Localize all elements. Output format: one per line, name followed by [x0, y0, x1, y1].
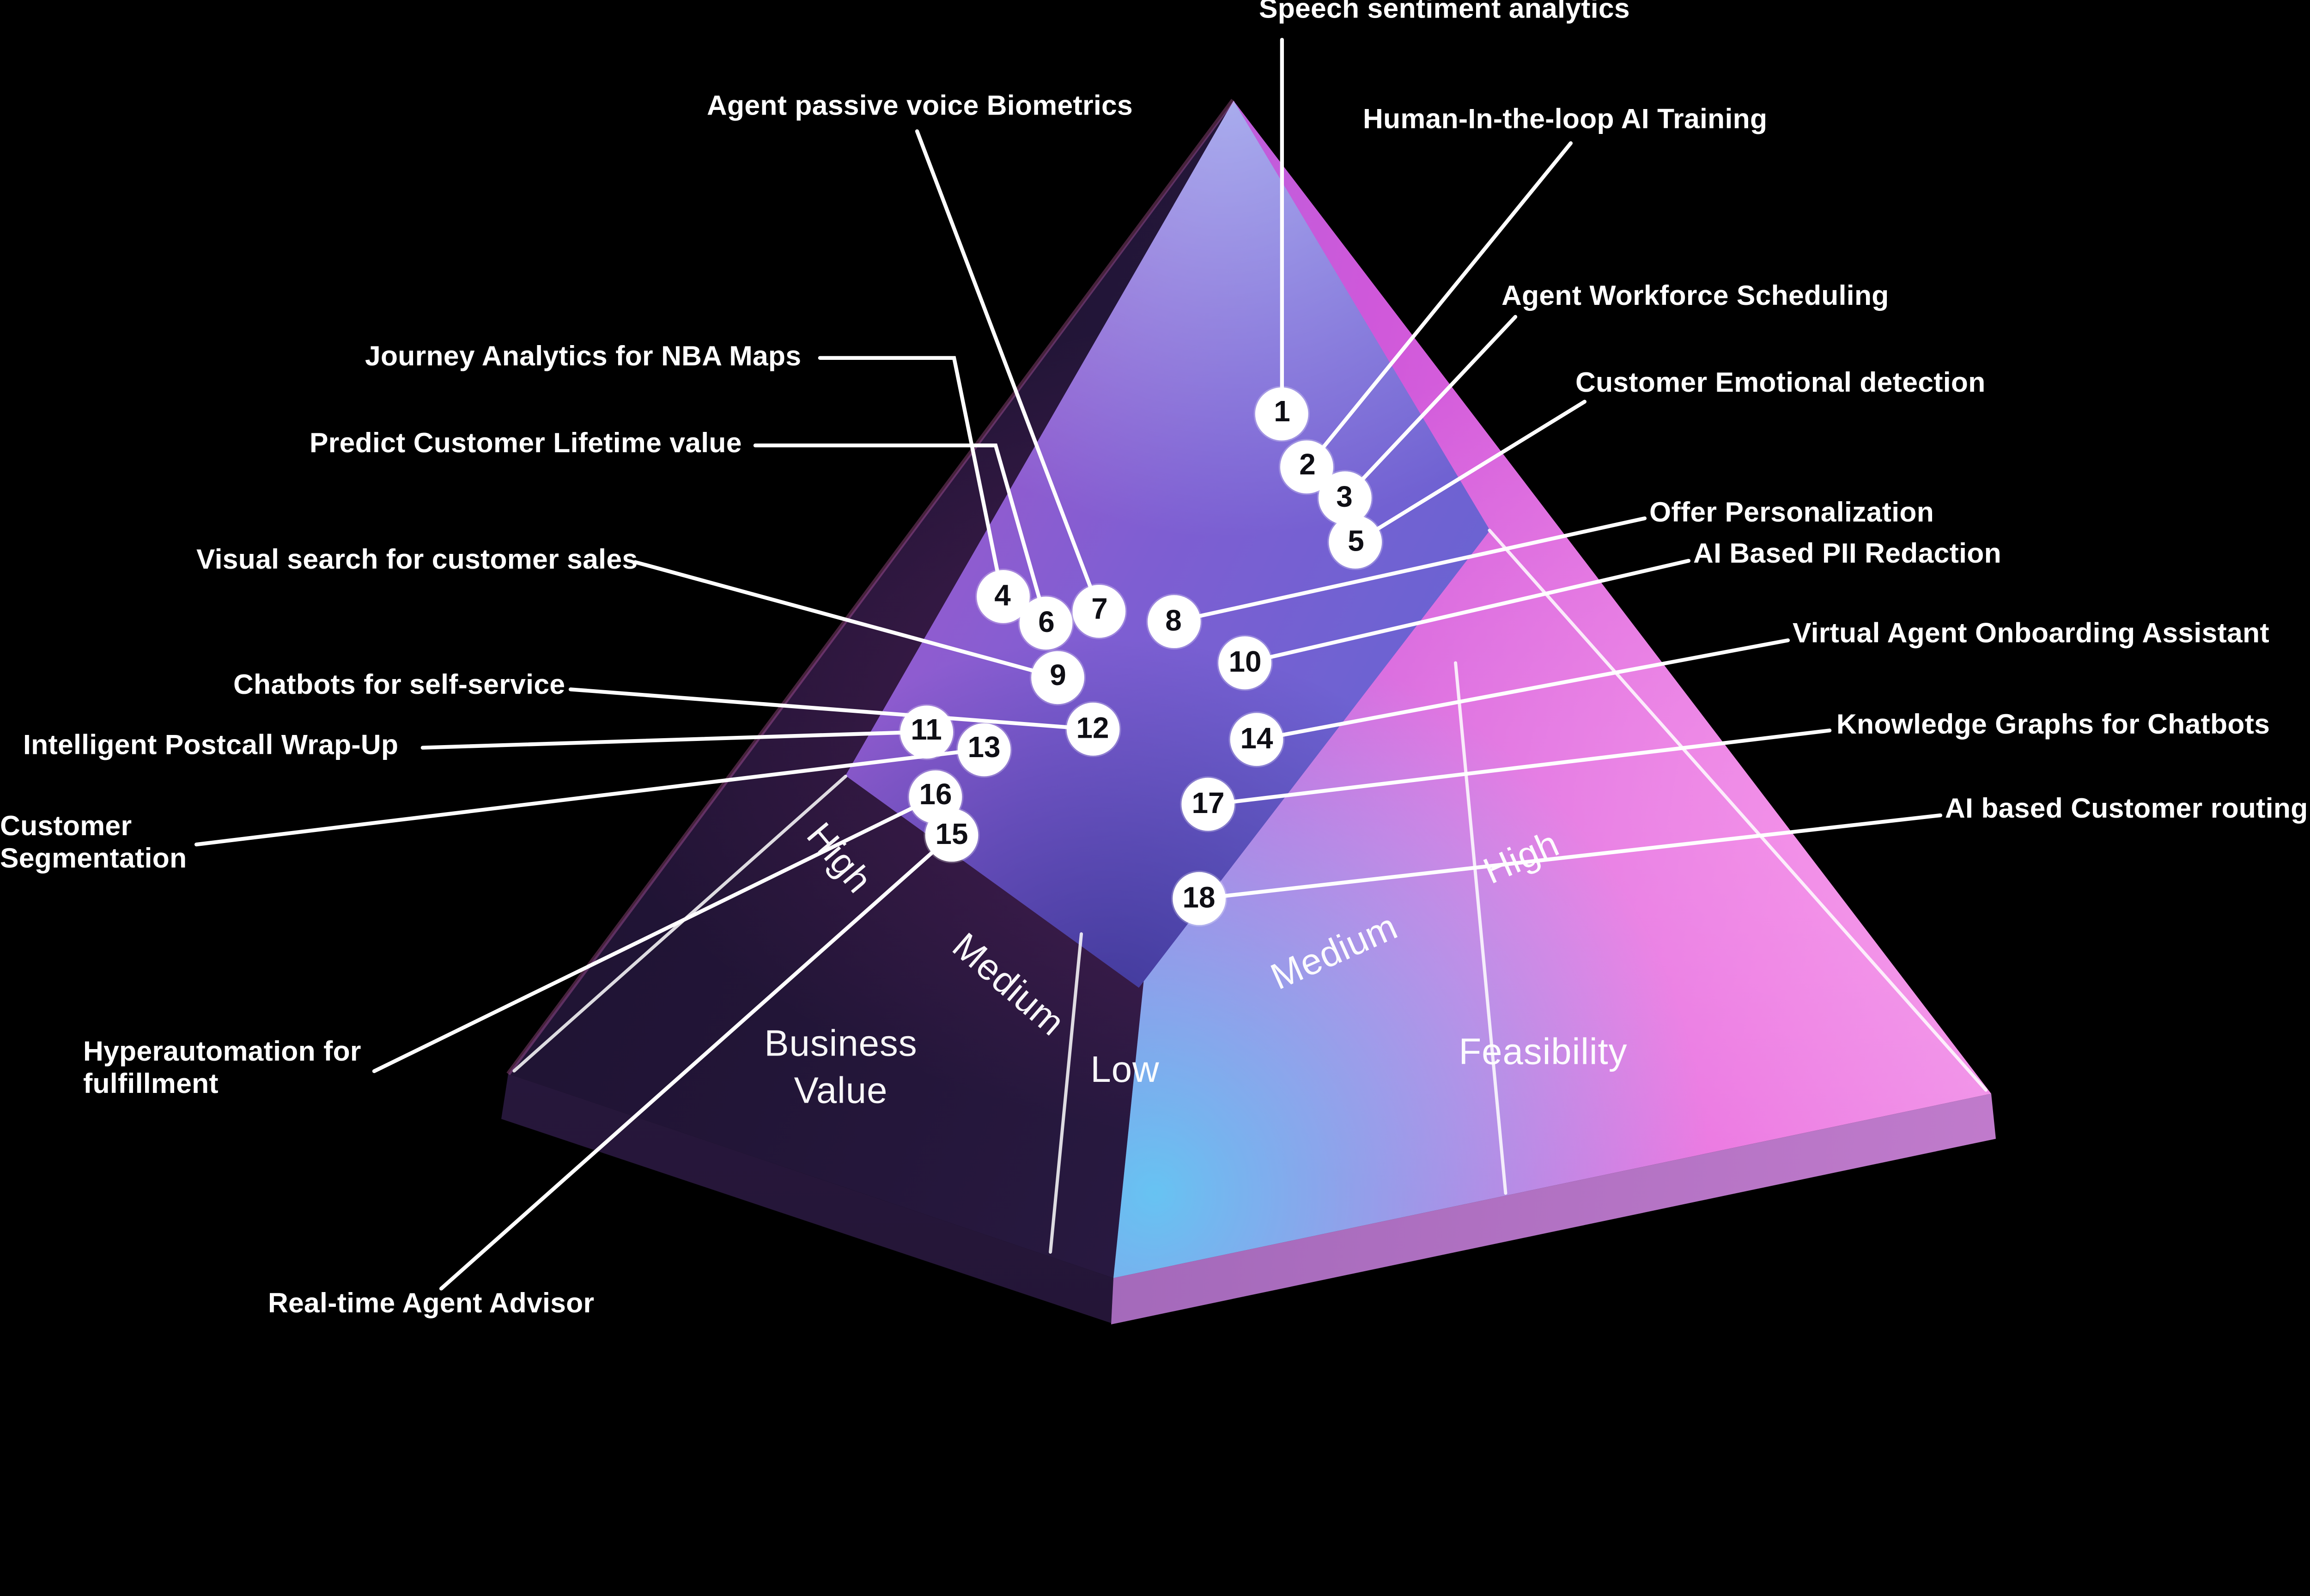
- divider-feasibility: [1454, 661, 1508, 1195]
- point-circle-9: 9: [1031, 651, 1085, 704]
- axis-line-feasibility: [1488, 528, 1988, 1092]
- leader-line-3: [1342, 315, 1518, 501]
- use-case-label-6: Predict Customer Lifetime value: [309, 428, 742, 459]
- use-case-label-9: Visual search for customer sales: [196, 545, 638, 576]
- axis-feasibility: Feasibility: [1459, 1031, 1628, 1073]
- use-case-label-15: Real-time Agent Advisor: [267, 1288, 595, 1320]
- use-case-label-10: AI Based PII Redaction: [1693, 540, 2001, 571]
- point-circle-14: 14: [1230, 713, 1283, 766]
- use-case-label-11: Intelligent Postcall Wrap-Up: [23, 730, 399, 762]
- leader-line-13: [194, 747, 986, 847]
- point-circle-4: 4: [976, 570, 1029, 623]
- point-circle-7: 7: [1073, 584, 1126, 638]
- leader-line-16: [372, 795, 938, 1074]
- leader-line-11: [420, 730, 929, 750]
- use-case-label-16: Hyperautomation for fulfillment: [83, 1037, 361, 1101]
- point-circle-8: 8: [1147, 595, 1200, 649]
- use-case-label-14: Virtual Agent Onboarding Assistant: [1792, 619, 2269, 650]
- point-circle-17: 17: [1181, 778, 1235, 831]
- point-circle-12: 12: [1066, 703, 1119, 756]
- leader-line-14: [1254, 638, 1790, 742]
- leader-line-6: [753, 443, 1049, 625]
- leader-line-17: [1206, 728, 1832, 807]
- use-case-label-13: Customer Segmentation: [0, 811, 187, 875]
- point-circle-6: 6: [1020, 596, 1073, 650]
- use-case-label-8: Offer Personalization: [1649, 497, 1934, 528]
- leader-line-18: [1197, 813, 1943, 901]
- leader-line-12: [568, 687, 1095, 731]
- leader-line-8: [1171, 516, 1647, 624]
- use-case-label-5: Customer Emotional detection: [1575, 368, 1986, 400]
- leader-line-5: [1354, 400, 1587, 544]
- divider-business-value: [1049, 932, 1083, 1254]
- point-circle-11: 11: [900, 705, 953, 759]
- point-circle-5: 5: [1329, 516, 1383, 569]
- point-circle-3: 3: [1318, 472, 1371, 525]
- point-circle-16: 16: [909, 770, 962, 824]
- point-circle-1: 1: [1255, 387, 1309, 440]
- edge-rim-light: [506, 98, 1235, 1075]
- axis-business-value: Business Value: [764, 1024, 918, 1111]
- use-case-label-12: Chatbots for self-service: [233, 671, 565, 702]
- use-case-label-2: Human-In-the-loop AI Training: [1362, 104, 1768, 136]
- point-circle-10: 10: [1218, 636, 1272, 690]
- leader-line-9: [633, 560, 1060, 680]
- point-circle-13: 13: [957, 722, 1011, 776]
- leader-line-15: [439, 833, 954, 1291]
- use-case-label-7: Agent passive voice Biometrics: [706, 91, 1133, 122]
- leader-line-7: [915, 129, 1102, 613]
- use-case-label-4: Journey Analytics for NBA Maps: [365, 342, 802, 373]
- use-case-label-18: AI based Customer routing: [1945, 794, 2308, 825]
- leader-line-2: [1305, 141, 1573, 469]
- point-circle-18: 18: [1172, 872, 1226, 926]
- leader-line-10: [1243, 558, 1691, 665]
- use-case-label-17: Knowledge Graphs for Chatbots: [1836, 709, 2270, 740]
- use-case-label-1: Speech sentiment analytics: [1258, 0, 1630, 26]
- leader-lines: [194, 37, 1943, 1291]
- use-case-label-3: Agent Workforce Scheduling: [1501, 281, 1889, 312]
- lines-svg: [194, 37, 1988, 1291]
- leader-line-4: [818, 356, 1005, 599]
- tick-low: Low: [1090, 1050, 1160, 1091]
